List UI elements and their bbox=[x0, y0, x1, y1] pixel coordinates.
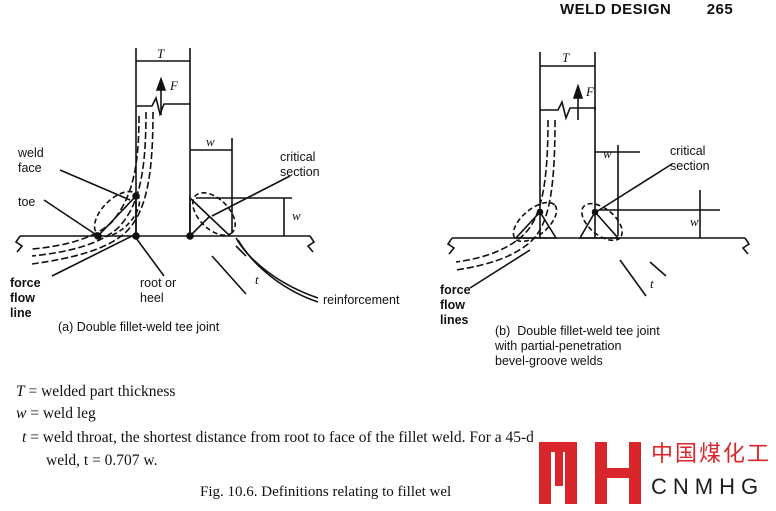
watermark-cn: 中国煤化工 bbox=[651, 442, 772, 467]
b-force-flow-lines-label: force flow lines bbox=[440, 283, 471, 327]
definition-w-symbol: w bbox=[16, 405, 27, 422]
definition-w-text: = weld leg bbox=[26, 405, 96, 422]
definition-T-symbol: T bbox=[16, 383, 25, 400]
a-root-heel-label: root or heel bbox=[140, 276, 177, 305]
a-weld-face-label: weld face bbox=[18, 146, 44, 175]
b-critical-section-label: critical section bbox=[670, 144, 710, 173]
b-F-label: F bbox=[586, 84, 594, 99]
figure-caption: Fig. 10.6. Definitions relating to fille… bbox=[200, 484, 452, 500]
mh-logo-icon bbox=[539, 442, 641, 504]
a-T-label: T bbox=[157, 46, 165, 61]
a-toe-label: toe bbox=[18, 195, 36, 209]
b-w-top-label: w bbox=[603, 146, 612, 161]
definition-t-continued-text: weld, t = 0.707 w. bbox=[46, 452, 158, 469]
b-caption: (b) Double fillet-weld tee joint with pa… bbox=[495, 324, 660, 368]
definition-t: t = weld throat, the shortest distance f… bbox=[22, 427, 549, 448]
definition-T: T = welded part thickness bbox=[16, 381, 175, 402]
a-force-flow-line-label: force flow line bbox=[10, 276, 41, 320]
page-number: 265 bbox=[706, 1, 734, 18]
definition-T-text: = welded part thickness bbox=[24, 383, 176, 400]
a-reinforcement-label: reinforcement bbox=[323, 293, 400, 307]
b-T-label: T bbox=[562, 50, 570, 65]
b-w-side-label: w bbox=[690, 214, 699, 229]
running-header: WELD DESIGN 265 bbox=[560, 1, 733, 18]
a-F-label: F bbox=[170, 78, 178, 93]
a-w-side-label: w bbox=[292, 208, 301, 223]
a-t-label: t bbox=[255, 272, 259, 287]
definition-t-continued: weld, t = 0.707 w. bbox=[46, 450, 158, 471]
b-t-label: t bbox=[650, 276, 654, 291]
a-w-top-label: w bbox=[206, 134, 215, 149]
definition-t-symbol: t bbox=[22, 429, 27, 446]
watermark-logo: 中国煤化工 CNMHG bbox=[533, 430, 776, 511]
header-title: WELD DESIGN bbox=[560, 1, 672, 18]
definition-t-text: = weld throat, the shortest distance fro… bbox=[26, 429, 549, 446]
a-critical-section-label: critical section bbox=[280, 150, 320, 179]
definition-w: w = weld leg bbox=[16, 403, 96, 424]
watermark-en: CNMHG bbox=[651, 474, 765, 499]
a-caption: (a) Double fillet-weld tee joint bbox=[58, 320, 220, 334]
